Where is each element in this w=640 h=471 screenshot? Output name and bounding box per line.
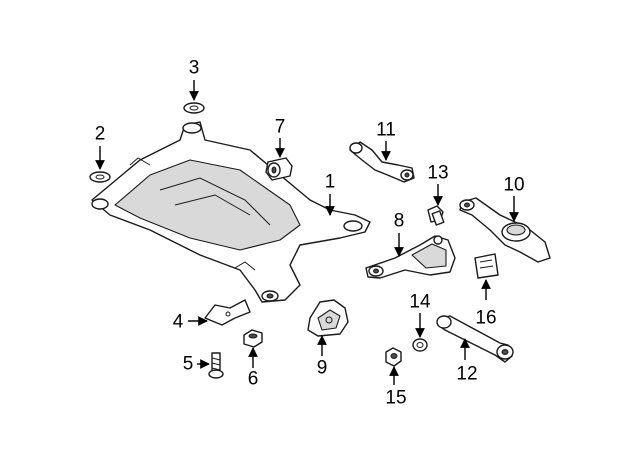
leader-lines	[95, 80, 519, 385]
washer-part-3[interactable]	[183, 102, 205, 114]
callout-5: 5	[182, 353, 194, 375]
callout-12: 12	[456, 363, 478, 385]
callout-10: 10	[503, 174, 525, 196]
lateral-link-part-12[interactable]	[436, 315, 514, 363]
callout-14: 14	[409, 291, 431, 313]
washer-part-2[interactable]	[89, 171, 111, 183]
knuckle-arm-part-8[interactable]	[365, 235, 456, 279]
callout-8: 8	[393, 210, 405, 232]
callout-15: 15	[385, 387, 407, 409]
bracket-part-4[interactable]	[204, 299, 251, 326]
callout-4: 4	[172, 311, 184, 333]
callout-2: 2	[94, 123, 106, 145]
upper-arm-part-11[interactable]	[349, 141, 415, 183]
callout-6: 6	[247, 368, 259, 390]
bolt-part-13[interactable]	[427, 205, 445, 226]
callout-16: 16	[475, 307, 497, 329]
mount-part-9[interactable]	[307, 299, 349, 337]
plate-part-16[interactable]	[474, 253, 499, 279]
bushing-part-7[interactable]	[265, 157, 293, 181]
callout-9: 9	[316, 357, 328, 379]
bolt-part-5[interactable]	[208, 352, 224, 379]
callout-7: 7	[274, 116, 286, 138]
nut-part-15[interactable]	[385, 347, 402, 367]
washer-part-14[interactable]	[412, 338, 428, 352]
callout-11: 11	[376, 119, 396, 141]
callout-1: 1	[324, 171, 336, 193]
crossmember-part-1[interactable]	[91, 121, 371, 303]
control-arm-part-10[interactable]	[459, 197, 551, 263]
callout-13: 13	[427, 162, 449, 184]
nut-part-6[interactable]	[243, 329, 263, 348]
callout-3: 3	[188, 57, 200, 79]
